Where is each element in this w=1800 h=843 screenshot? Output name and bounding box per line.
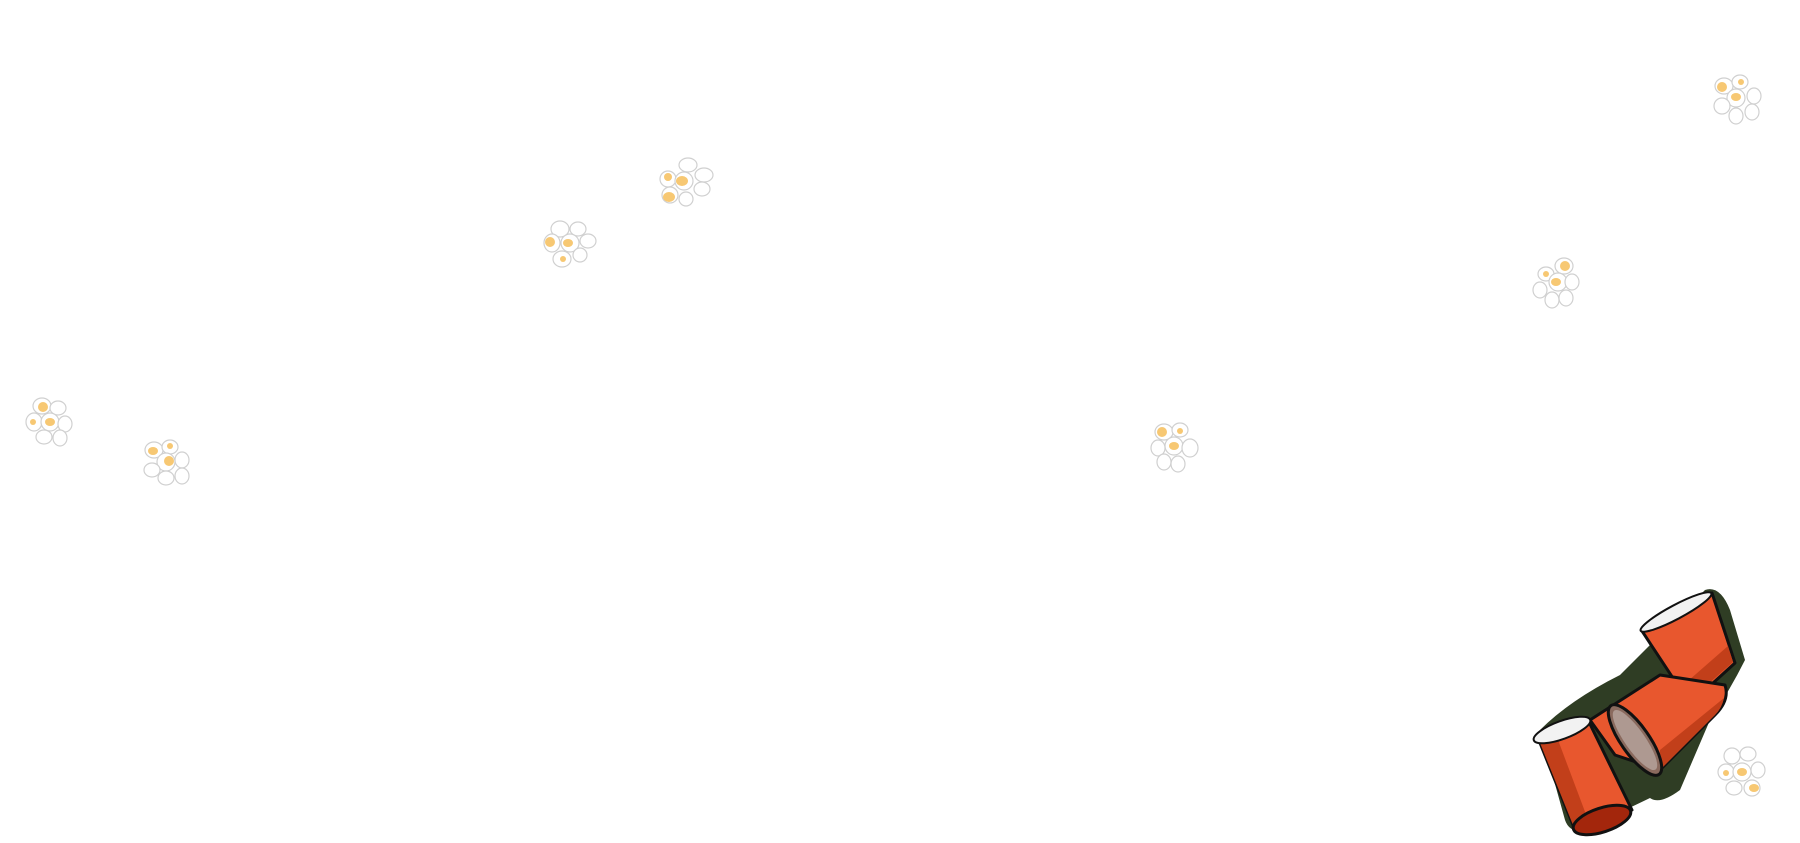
popcorn-kernel-icon	[25, 397, 73, 447]
popcorn-kernel-icon	[1532, 257, 1580, 309]
popcorn-kernel-icon	[1150, 422, 1199, 473]
popcorn-kernel-icon	[1713, 74, 1762, 125]
popcorn-kernel-icon	[1717, 746, 1766, 797]
popcorn-kernel-icon	[143, 439, 190, 486]
popcorn-kernel-icon	[659, 157, 714, 207]
popcorn-kernel-icon	[543, 220, 597, 268]
red-party-cup-icon	[1532, 715, 1634, 837]
red-party-cups-group	[1532, 589, 1745, 837]
red-party-cup-icon	[1588, 673, 1728, 777]
